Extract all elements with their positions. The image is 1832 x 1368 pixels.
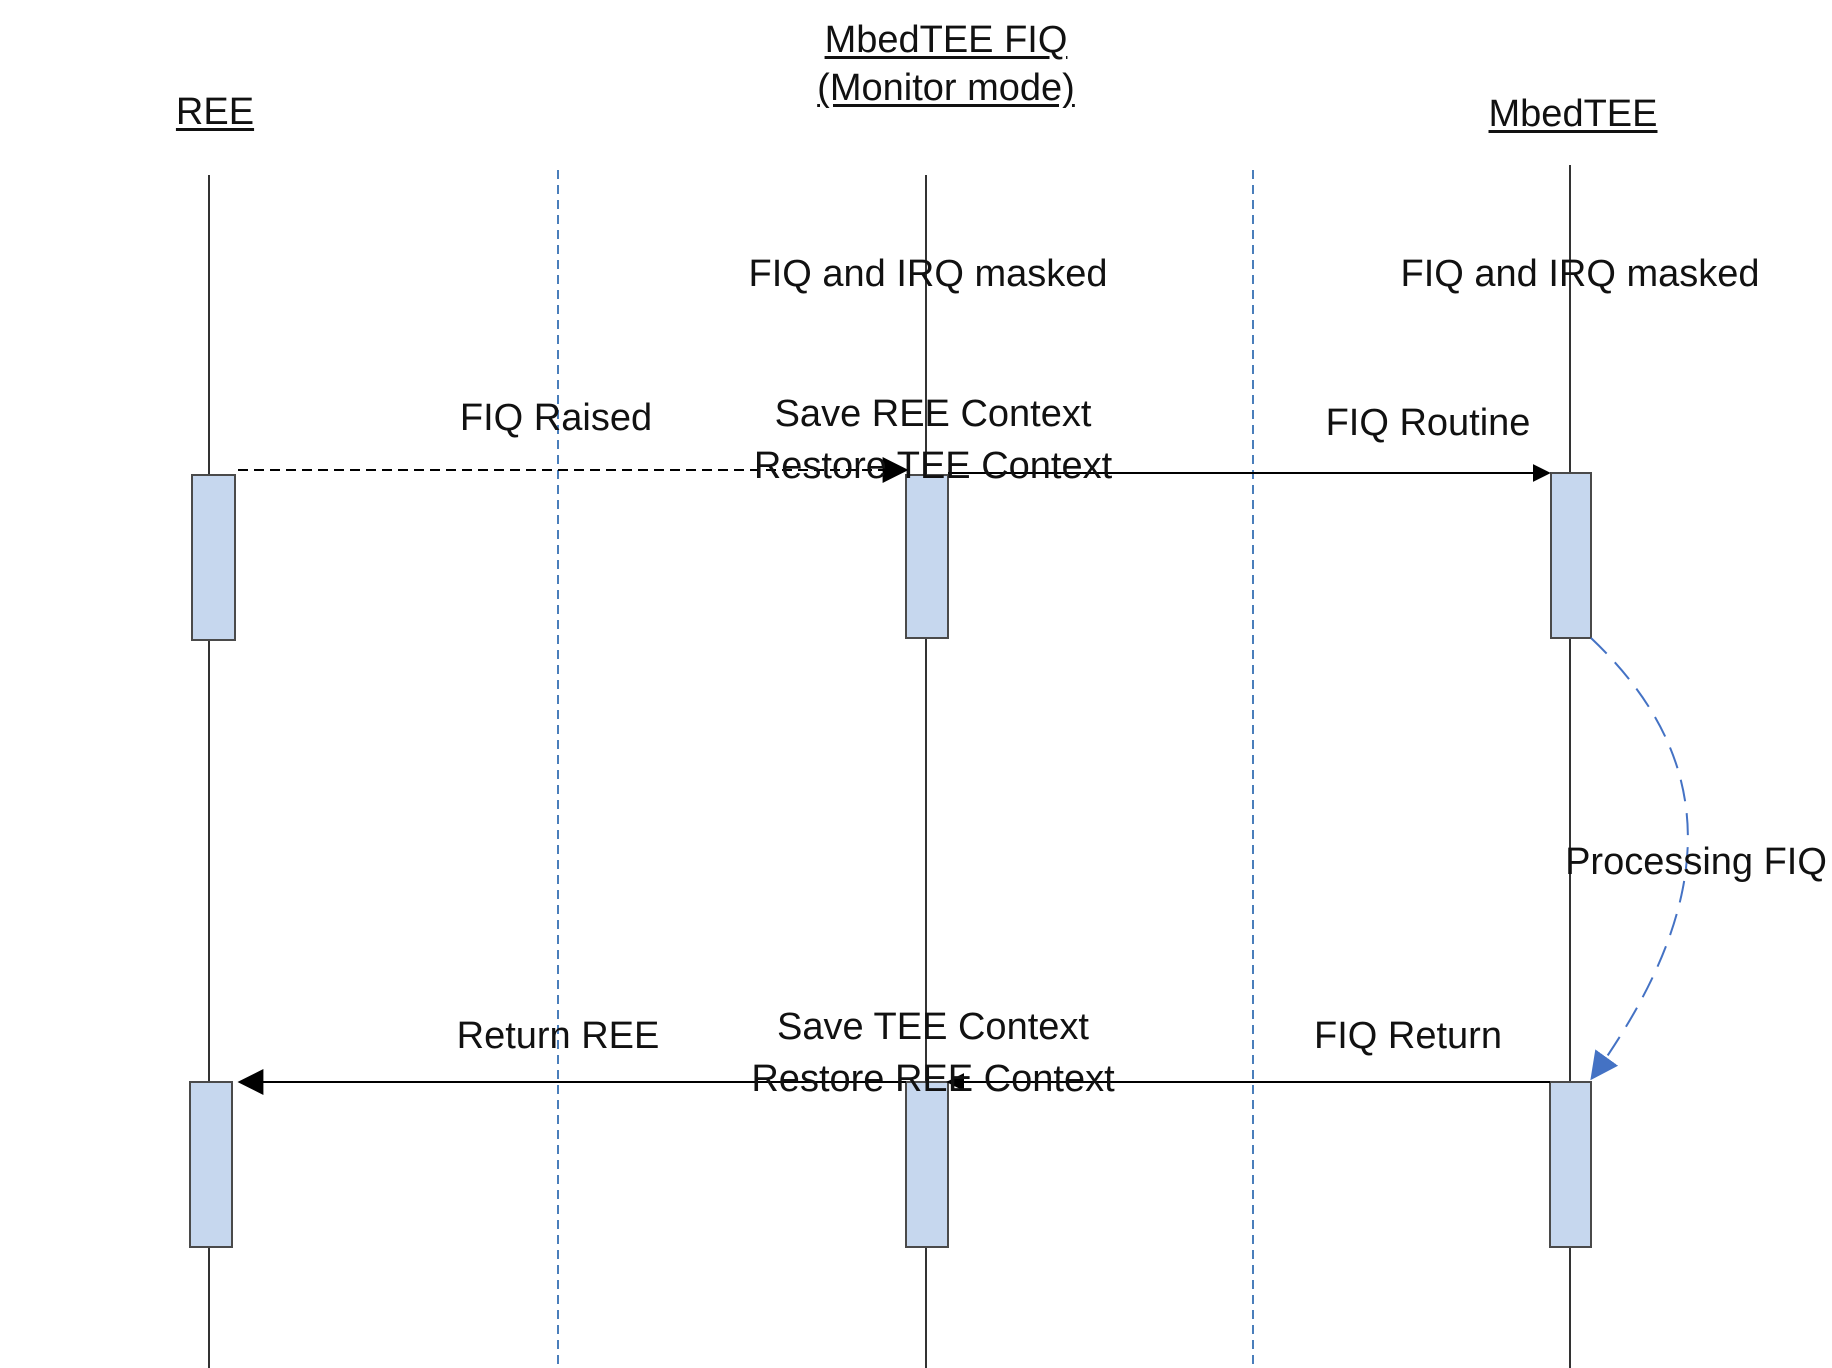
activation-tee-2 xyxy=(1549,1081,1592,1248)
state-tee-masked: FIQ and IRQ masked xyxy=(1400,253,1760,295)
activation-ree-1 xyxy=(191,474,236,641)
participant-ree-name: REE xyxy=(175,91,255,133)
message-processing-fiq-label: Processing FIQ xyxy=(1565,841,1827,883)
activation-monitor-1 xyxy=(905,474,949,639)
state-monitor-masked: FIQ and IRQ masked xyxy=(748,253,1108,295)
message-fiq-routine-label: FIQ Routine xyxy=(1325,402,1531,444)
message-fiq-return-label: FIQ Return xyxy=(1314,1015,1502,1057)
activation-monitor-2 xyxy=(905,1081,949,1248)
note-exit-line2: Restore REE Context xyxy=(751,1058,1115,1100)
note-entry-line1: Save REE Context xyxy=(774,393,1092,435)
participant-monitor: MbedTEE FIQ (Monitor mode) xyxy=(817,16,1075,112)
message-return-ree-label: Return REE xyxy=(456,1015,660,1057)
note-entry-line2: Restore TEE Context xyxy=(753,445,1113,487)
participant-tee-name: MbedTEE xyxy=(1488,93,1658,135)
activation-ree-2 xyxy=(189,1081,233,1248)
participant-monitor-name-line1: MbedTEE FIQ xyxy=(824,19,1068,61)
participant-ree: REE xyxy=(176,88,254,136)
message-processing-fiq-arrow xyxy=(1590,637,1689,1081)
message-fiq-raised-label: FIQ Raised xyxy=(459,397,653,439)
participant-tee: MbedTEE xyxy=(1489,90,1658,138)
activation-tee-1 xyxy=(1550,472,1592,639)
note-exit-line1: Save TEE Context xyxy=(777,1006,1089,1048)
participant-monitor-name-line2: (Monitor mode) xyxy=(817,67,1075,109)
